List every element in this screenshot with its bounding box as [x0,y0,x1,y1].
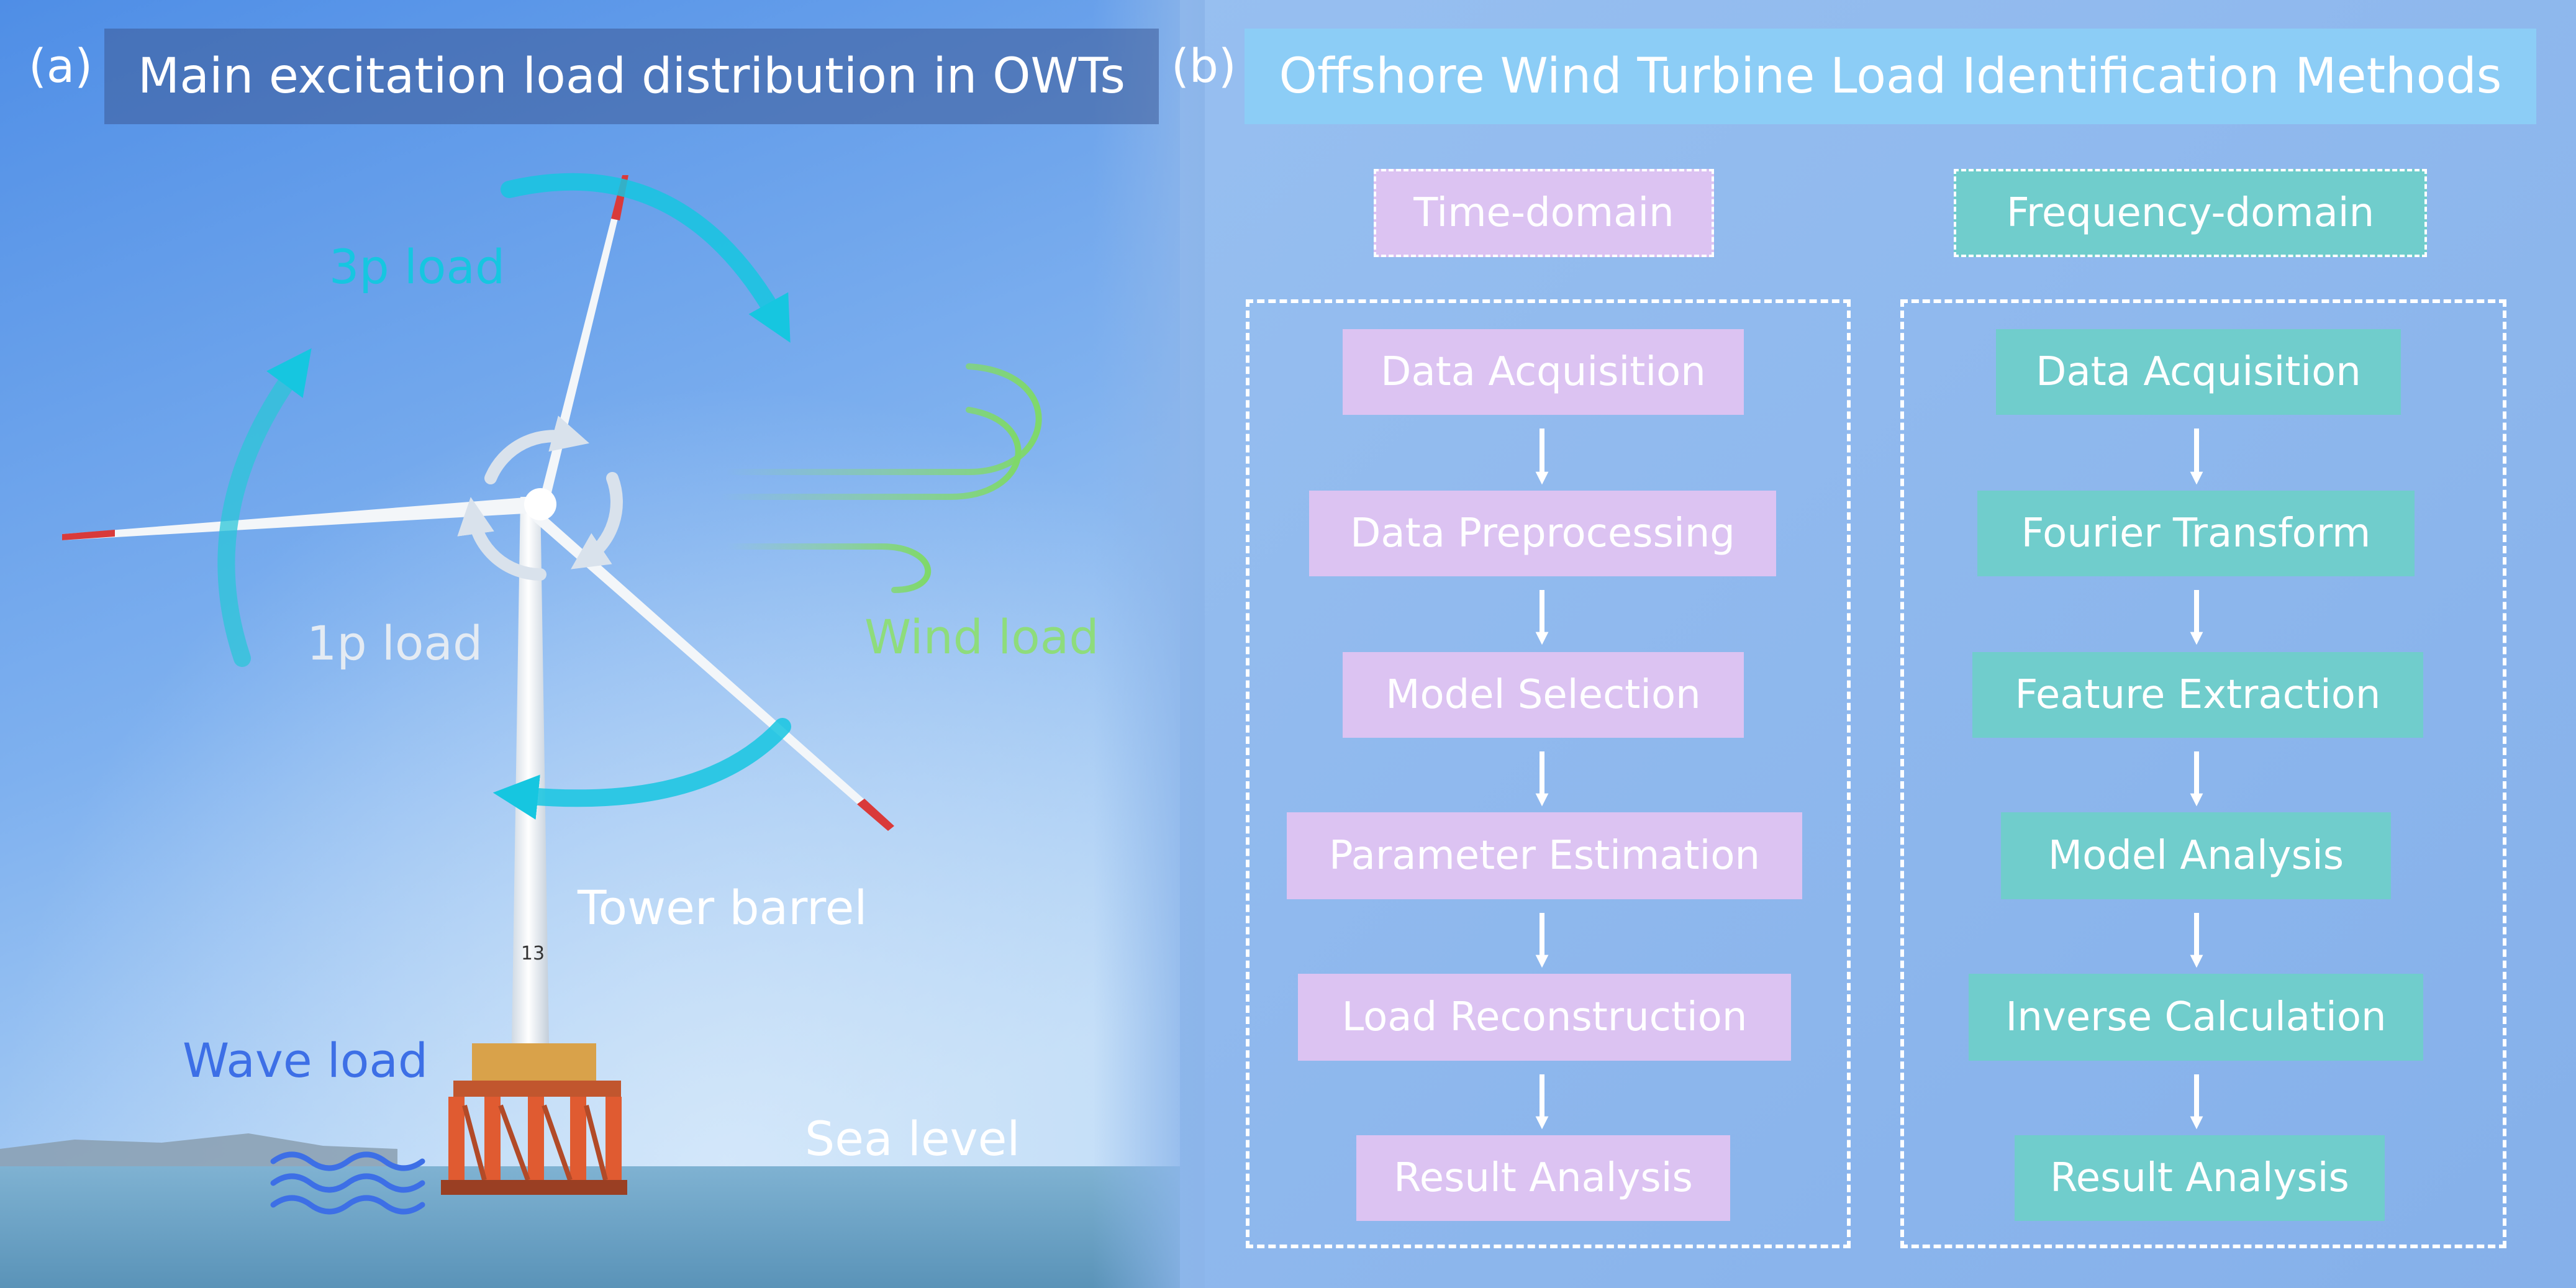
panel-a-title: Main excitation load distribution in OWT… [104,29,1159,124]
wave-icon [270,1151,425,1215]
freq-step-inverse-calculation: Inverse Calculation [1969,974,2423,1061]
flow-arrows [1535,429,2203,1130]
3p-load-arrows [217,173,791,820]
time-step-data-acquisition: Data Acquisition [1343,329,1744,415]
panel-b-label: (b) [1171,40,1236,93]
freq-step-result-analysis: Result Analysis [2015,1135,2385,1221]
frequency-domain-frame [1900,299,2506,1248]
wind-load-label: Wind load [864,609,1099,664]
time-domain-frame [1246,299,1851,1248]
time-step-load-reconstruction: Load Reconstruction [1298,974,1791,1061]
time-domain-header: Time-domain [1374,169,1714,257]
tower-barrel-shape [512,497,549,1043]
tower-barrel-label: Tower barrel [578,880,868,935]
frequency-domain-header: Frequency-domain [1954,169,2427,257]
1p-load-arrows [457,415,623,581]
time-step-data-preprocessing: Data Preprocessing [1309,491,1776,576]
3p-load-label: 3p load [329,239,506,294]
tower-number: 13 [520,943,545,964]
sea-level-label: Sea level [805,1111,1020,1166]
panel-b-title: Offshore Wind Turbine Load Identificatio… [1245,29,2536,124]
freq-step-fourier-transform: Fourier Transform [1977,491,2415,576]
wind-lines [717,363,1042,593]
turbine-foundation [441,1043,627,1195]
freq-step-model-analysis: Model Analysis [2001,812,2391,899]
wave-load-label: Wave load [183,1033,429,1088]
panel-a-label: (a) [29,40,93,93]
time-step-result-analysis: Result Analysis [1356,1135,1730,1221]
time-step-model-selection: Model Selection [1343,652,1744,738]
1p-load-label: 1p load [307,615,483,671]
freq-step-data-acquisition: Data Acquisition [1996,329,2401,415]
freq-step-feature-extraction: Feature Extraction [1972,652,2423,738]
time-step-parameter-estimation: Parameter Estimation [1287,812,1802,899]
